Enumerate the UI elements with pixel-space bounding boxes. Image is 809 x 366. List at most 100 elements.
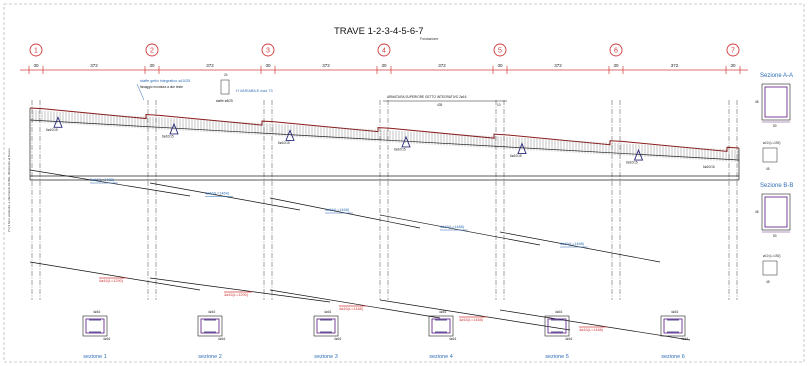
rebar-top-label-5: 4ø16(L=1488) (560, 242, 585, 246)
stirrup-label-7: 6ø10/15 (703, 165, 715, 169)
dim-support-3: 30 (265, 63, 271, 68)
rebar-bottom-5 (499, 309, 691, 341)
section-bottom-label-6: 4ø16 (681, 337, 688, 341)
rebar-bottom-1 (29, 261, 201, 291)
note-staffe-var: staffe ø8/25 (216, 99, 233, 103)
rebar-bottom-4 (379, 299, 571, 331)
axis-circle-2 (145, 43, 159, 57)
drawing-subtitle: Fondazione (420, 37, 438, 41)
dim-span-4: 372 (438, 63, 446, 68)
section-b-height: 48 (755, 210, 759, 214)
columns (31, 100, 738, 300)
dim-span-6: 372 (671, 63, 679, 68)
section-outline-3 (313, 315, 339, 337)
section-bottom-label-1: 4ø16 (103, 337, 110, 341)
section-stirrup-5 (547, 318, 567, 334)
dim-span-1: 372 (90, 63, 98, 68)
section-a-height: 48 (755, 100, 759, 104)
section-outline-6 (660, 315, 686, 337)
annotations: staffe getto integrativo ø10/25 fissaggi… (136, 73, 507, 107)
rebar-bottom-3 (269, 289, 441, 319)
note-height-var: H VARIABILE max 73 (236, 89, 273, 93)
section-b-stirrup: ø10 (L=192) (763, 254, 780, 258)
section-bottom-label-3: 4ø16 (334, 337, 341, 341)
rebar-top-label-2: 4ø16(L=1464) (205, 192, 230, 196)
section-top-label-2: 4ø16 (208, 310, 215, 314)
section-top-label-1: 4ø16 (93, 310, 100, 314)
section-a-stirrup-dim: 45 (766, 167, 770, 171)
stirrup-label-4: 6ø10/15 (394, 148, 406, 152)
dim-support-2: 30 (149, 63, 155, 68)
rebar-bottom-label-2: 4ø16(L=1290) (224, 293, 249, 297)
armatura-length: 435 (437, 103, 443, 107)
axis-label-3: 3 (266, 48, 270, 55)
stirrup-label-3: 6ø10/15 (278, 141, 290, 145)
stirrup-marker (53, 116, 63, 128)
axis-circle-7 (726, 43, 740, 57)
section-stirrup-1 (85, 318, 105, 334)
axis-label-5: 5 (498, 48, 502, 55)
section-bottom-label-5: 4ø16 (565, 337, 572, 341)
section-a-stirrup: ø10 (L=192) (763, 141, 780, 145)
axis-circle-4 (377, 43, 391, 57)
axis-circle-1 (29, 43, 43, 57)
dim-support-7: 30 (730, 63, 736, 68)
drawing-title: TRAVE 1-2-3-4-5-6-7 (334, 26, 424, 37)
section-a-a: Sezione A-A 50 48 ø10 (L=192) 45 (755, 73, 793, 171)
section-a-title: Sezione A-A (760, 73, 793, 79)
rebar-bottom-label-1: 4ø16(L=1290) (99, 279, 124, 283)
dim-support-5: 30 (497, 63, 503, 68)
dim-span-3: 372 (322, 63, 330, 68)
section-b-width: 50 (773, 234, 777, 238)
section-label-2: sezione 2 (198, 354, 222, 360)
note-integrative: staffe getto integrativo ø10/25 (140, 79, 190, 83)
section-bottom-label-4: 4ø16 (449, 337, 456, 341)
vertical-note: (*1) Il ferro esistente, a riferimento O… (7, 148, 11, 232)
axis-label-4: 4 (382, 48, 386, 55)
dim-support-6: 30 (613, 63, 619, 68)
section-outline-5 (544, 315, 570, 337)
rebar-top-label-3: 4ø16(L=1468) (325, 208, 350, 212)
section-label-4: sezione 4 (429, 354, 453, 360)
section-bottom-label-2: 4ø16 (218, 337, 225, 341)
section-a-width: 50 (773, 124, 777, 128)
axis-label-2: 2 (150, 48, 154, 55)
sheet-frame (3, 3, 805, 363)
beam-elevation: 6ø10/15 6ø10/15 6ø10/15 6ø10/15 6ø10/15 6ø10/… (29, 107, 740, 181)
note-integrative-2: fissaggio muratura a due teste (140, 85, 183, 89)
stirrup-marker (633, 148, 644, 161)
armatura-small: 10 (497, 103, 501, 107)
dim-span-2: 372 (206, 63, 214, 68)
dim-support-4: 30 (381, 63, 387, 68)
section-stirrup-3 (316, 318, 336, 334)
section-top-label-4: 4ø16 (439, 310, 446, 314)
rebar-bottom-label-5: 4ø16(L=1488) (579, 328, 604, 332)
stirrup-label-2: 6ø10/15 (162, 134, 174, 138)
section-stirrup-6 (663, 318, 683, 334)
beam-top-edge (29, 107, 740, 152)
section-top-label-3: 4ø16 (324, 310, 331, 314)
stirrup-marker (517, 142, 527, 154)
section-b-b: Sezione B-B 50 48 ø10 (L=192) 45 (755, 183, 793, 284)
stirrup-label-1: 6ø10/15 (46, 128, 58, 132)
section-label-6: sezione 6 (661, 354, 685, 360)
axis-circle-5 (493, 43, 507, 57)
rebar-bottom-label-4: 4ø16(L=1488) (459, 318, 484, 322)
section-outline-1 (82, 315, 108, 337)
axis-label-7: 7 (731, 48, 735, 55)
dim-span-5: 372 (554, 63, 562, 68)
section-outline-2 (197, 315, 223, 337)
section-b-stirrup-dim: 45 (766, 280, 770, 284)
axis-circle-3 (261, 43, 275, 57)
axis-circle-6 (609, 43, 623, 57)
section-label-3: sezione 3 (314, 354, 338, 360)
section-top-label-5: 4ø16 (555, 310, 562, 314)
stirrup-label-6: 6ø10/15 (626, 161, 638, 165)
section-outline-4 (428, 315, 454, 337)
section-top-label-6: 4ø16 (671, 310, 678, 314)
rebar-layout: 6ø16(L=1488)4ø16(L=1464)4ø16(L=1468)4ø16… (29, 169, 691, 341)
